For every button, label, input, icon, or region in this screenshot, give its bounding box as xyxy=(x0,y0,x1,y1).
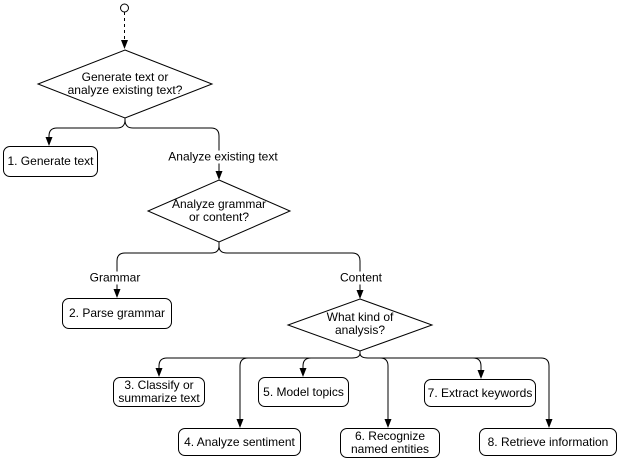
node-classify-summarize: 3. Classify or summarize text xyxy=(113,377,205,407)
edge-decision3-to-sentiment xyxy=(239,357,249,419)
edge-label-analyze-existing-text: Analyze existing text xyxy=(166,149,280,164)
node-recognize-entities-line1: 6. Recognize xyxy=(354,429,426,443)
arrowhead-start-icon xyxy=(121,40,128,49)
edge-decision3-to-classify xyxy=(158,351,361,368)
decision3-label-line1: What kind of xyxy=(326,310,394,324)
edge-decision3-to-retrieve xyxy=(359,351,550,419)
decision2-label: Analyze grammar or content? xyxy=(172,198,266,224)
node-classify-summarize-line1: 3. Classify or xyxy=(124,378,194,392)
node-generate-text: 1. Generate text xyxy=(3,146,98,177)
node-extract-keywords: 7. Extract keywords xyxy=(424,379,536,407)
decision1-label-line2: analyze existing text? xyxy=(67,83,183,97)
node-analyze-sentiment: 4. Analyze sentiment xyxy=(178,428,301,456)
edge-label-content: Content xyxy=(337,270,385,285)
decision2-label-line2: or content? xyxy=(188,210,250,224)
decision3-label-line2: analysis? xyxy=(334,323,386,337)
edge-decision2-to-parse-grammar xyxy=(116,242,220,289)
edge-decision3-to-entities xyxy=(379,357,389,419)
arrowhead-parse-grammar-icon xyxy=(113,289,121,298)
node-parse-grammar-label: 2. Parse grammar xyxy=(68,306,166,320)
decision3-label: What kind of analysis? xyxy=(327,311,394,337)
arrowhead-entities-icon xyxy=(384,419,392,428)
arrowhead-keywords-icon xyxy=(477,370,485,379)
node-generate-text-label: 1. Generate text xyxy=(7,154,94,168)
arrowhead-topics-icon xyxy=(299,368,307,377)
arrowhead-generate-text-icon xyxy=(45,137,53,146)
edge-decision1-to-generate-text xyxy=(48,118,126,137)
decision1-label: Generate text or analyze existing text? xyxy=(68,71,183,97)
decision1-label-line1: Generate text or xyxy=(81,70,169,84)
node-retrieve-information-label: 8. Retrieve information xyxy=(487,434,609,449)
arrowhead-classify-icon xyxy=(155,368,163,377)
arrowhead-decision2-icon xyxy=(215,171,223,180)
node-recognize-entities-line2: named entities xyxy=(350,442,430,456)
node-parse-grammar: 2. Parse grammar xyxy=(62,298,172,329)
node-extract-keywords-label: 7. Extract keywords xyxy=(427,385,533,400)
node-analyze-sentiment-label: 4. Analyze sentiment xyxy=(184,434,295,449)
node-classify-summarize-line2: summarize text xyxy=(118,391,200,405)
node-retrieve-information: 8. Retrieve information xyxy=(479,428,617,456)
node-model-topics: 5. Model topics xyxy=(258,377,349,407)
edge-decision3-to-keywords xyxy=(472,357,482,370)
start-circle xyxy=(120,3,129,13)
edge-decision2-to-decision3 xyxy=(218,242,361,290)
arrowhead-sentiment-icon xyxy=(236,419,244,428)
arrowhead-decision3-icon xyxy=(356,290,364,299)
edge-label-grammar: Grammar xyxy=(87,270,143,285)
decision2-label-line1: Analyze grammar xyxy=(171,197,267,211)
arrowhead-retrieve-icon xyxy=(545,419,553,428)
edge-decision3-to-topics xyxy=(302,357,312,368)
node-model-topics-label: 5. Model topics xyxy=(263,384,344,399)
edge-decision1-to-decision2 xyxy=(124,118,220,171)
node-recognize-entities: 6. Recognize named entities xyxy=(340,428,440,458)
